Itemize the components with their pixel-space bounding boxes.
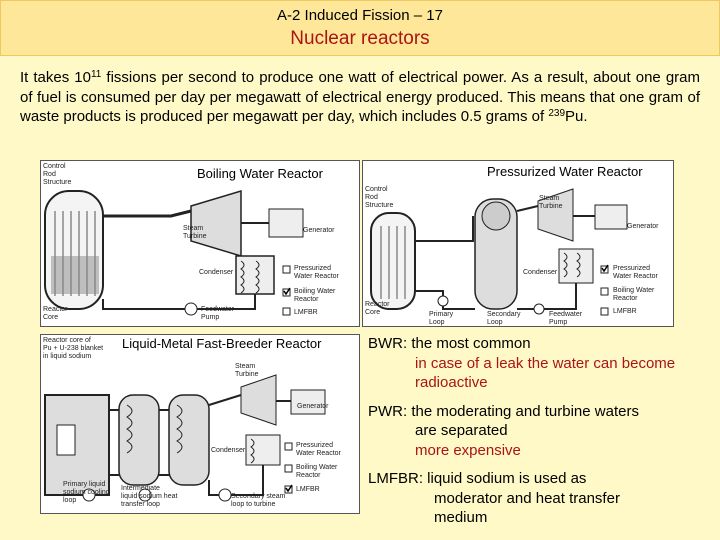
lmfbr-legend-bwr: Boiling Water Reactor (296, 464, 338, 479)
intro-text-1: It takes 10 (20, 69, 91, 86)
lmfbr-label-secondary-loop: Secondary steam loop to turbine (231, 493, 286, 508)
bwr-label-control-rod: Control Rod Structure (43, 163, 72, 186)
lmfbr-label-reactor-core: Reactor core of Pu + U-238 blanket in li… (43, 337, 104, 360)
pwr-label-steam-turbine: Steam Turbine (539, 195, 563, 210)
bwr-legend-lmfbr: LMFBR (294, 309, 318, 316)
pwr-label-control-rod: Control Rod Structure (365, 186, 394, 209)
lmfbr-legend-lmfbr: LMFBR (296, 486, 320, 493)
intro-text-2: fissions per second to produce one watt … (20, 69, 700, 125)
pwr-label-secondary-loop: Secondary Loop (487, 311, 521, 326)
bwr-diagram: Boiling Water Reactor Control Rod Struct… (40, 160, 360, 327)
bwr-label-feedwater-pump: Feedwater Pump (201, 306, 235, 321)
pwr-label-reactor-core: Reactor Core (365, 301, 390, 316)
bwr-title: Boiling Water Reactor (194, 166, 326, 181)
note-lmfbr-continued-2: medium (434, 509, 488, 526)
pwr-label-condenser: Condenser (523, 269, 558, 276)
lmfbr-schematic (44, 374, 326, 502)
intro-paragraph: It takes 1011 fissions per second to pro… (20, 68, 700, 127)
pwr-legend-bwr: Boiling Water Reactor (613, 287, 655, 302)
intro-isotope-mass: 239 (548, 108, 566, 119)
pwr-diagram: Pressurized Water Reactor Control Rod St… (362, 160, 674, 327)
note-bwr-detail: in case of a leak the water can become r… (415, 354, 676, 392)
pwr-title: Pressurized Water Reactor (484, 164, 646, 179)
pwr-legend-pwr: Pressurized Water Reactor (613, 265, 658, 280)
note-lmfbr-continued-1: moderator and heat transfer (434, 489, 620, 507)
bwr-label-condenser: Condenser (199, 269, 234, 276)
pwr-schematic (370, 188, 628, 316)
bwr-label-steam-turbine: Steam Turbine (183, 225, 207, 240)
lmfbr-title: Liquid-Metal Fast-Breeder Reactor (119, 336, 325, 351)
pwr-label-primary-loop: Primary Loop (429, 311, 454, 326)
lmfbr-label-primary-loop: Primary liquid sodium cooling loop (63, 481, 110, 504)
note-bwr-heading: BWR: the most common (368, 335, 531, 352)
lmfbr-label-steam-turbine: Steam Turbine (235, 363, 259, 378)
note-pwr-heading: PWR: the moderating and turbine waters (368, 402, 639, 420)
lmfbr-label-generator: Generator (297, 403, 329, 410)
bwr-legend-pwr: Pressurized Water Reactor (294, 265, 339, 280)
slide-subtitle: Nuclear reactors (290, 28, 430, 49)
pwr-legend-lmfbr: LMFBR (613, 308, 637, 315)
bwr-label-generator: Generator (303, 227, 335, 234)
lmfbr-diagram: Liquid-Metal Fast-Breeder Reactor Reacto… (40, 334, 360, 514)
slide-header: A-2 Induced Fission – 17 Nuclear reactor… (0, 0, 720, 56)
lmfbr-label-intermediate-loop: Intermediate liquid sodium heat transfer… (121, 485, 178, 508)
lmfbr-legend-pwr: Pressurized Water Reactor (296, 442, 341, 457)
intro-text-3: Pu. (565, 108, 588, 125)
bwr-label-reactor-core: Reactor Core (43, 306, 68, 321)
pwr-label-feedwater-pump: Feedwater Pump (549, 311, 583, 326)
note-pwr-detail: more expensive (415, 441, 521, 459)
pwr-label-generator: Generator (627, 223, 659, 230)
bwr-schematic (44, 189, 304, 316)
slide-title: A-2 Induced Fission – 17 (277, 7, 443, 24)
note-lmfbr-heading: LMFBR: liquid sodium is used as (368, 470, 587, 487)
bwr-legend-bwr: Boiling Water Reactor (294, 288, 336, 303)
note-pwr-continued: are separated (415, 422, 508, 439)
reactor-notes: BWR: the most common in case of a leak t… (368, 334, 708, 528)
lmfbr-label-condenser: Condenser (211, 447, 246, 454)
intro-exponent: 11 (90, 69, 102, 80)
